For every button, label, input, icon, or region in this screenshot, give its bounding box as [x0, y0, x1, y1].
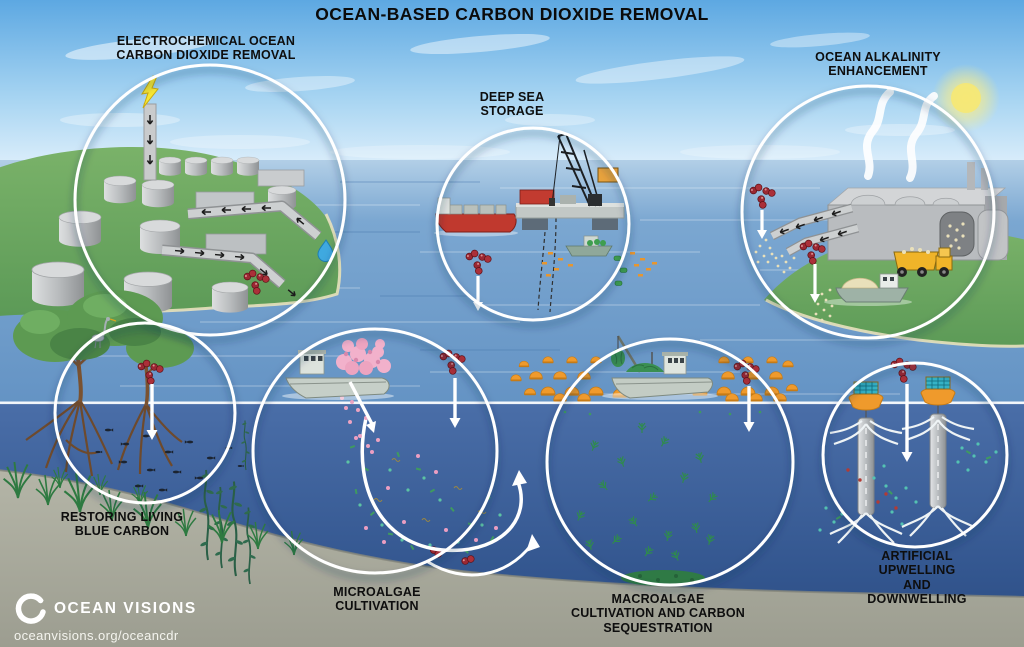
magnifier-ring-upwelling — [821, 361, 1009, 549]
label-electrochemical: ELECTROCHEMICAL OCEAN CARBON DIOXIDE REM… — [116, 34, 296, 63]
down-arrow — [743, 386, 755, 432]
microalgae-boat — [282, 338, 394, 400]
down-arrow — [449, 378, 461, 428]
electrolysis-tower — [141, 75, 159, 181]
nutrient-particles — [818, 442, 998, 532]
page-title: OCEAN-BASED CARBON DIOXIDE REMOVAL — [315, 4, 709, 24]
mangrove-roots — [25, 399, 183, 477]
ocean-visions-logo-icon — [12, 591, 48, 632]
upwelling-buoy-icon — [920, 376, 956, 406]
down-arrow — [146, 384, 158, 440]
down-arrow — [810, 264, 820, 303]
label-macroalgae: MACROALGAE CULTIVATION AND CARBON SEQUES… — [570, 592, 746, 635]
microalgae-cargo — [336, 338, 391, 375]
label-microalgae: MICROALGAE CULTIVATION — [333, 585, 421, 614]
label-upwelling: ARTIFICIAL UPWELLING AND DOWNWELLING — [867, 549, 967, 606]
magnifier-rings — [53, 63, 1009, 587]
microalgae-boat-scene — [282, 338, 540, 577]
label-ocean-alkalinity: OCEAN ALKALINITY ENHANCEMENT — [815, 50, 941, 79]
macroalgae-farm-scene — [510, 335, 799, 586]
down-arrow — [901, 384, 913, 462]
mangrove-scene — [2, 290, 304, 556]
label-blue-carbon: RESTORING LIVING BLUE CARBON — [60, 510, 184, 539]
outfall-pipe — [161, 244, 298, 299]
smoke — [863, 88, 938, 182]
magnifier-ring-electrochemical — [73, 63, 347, 337]
alkalinity-factory-scene — [749, 88, 1009, 322]
waterline — [0, 401, 1024, 405]
water-droplet-icon — [317, 239, 334, 262]
lightning-icon — [141, 75, 159, 109]
brand-name: OCEAN VISIONS — [54, 600, 197, 617]
down-arrow — [757, 210, 767, 239]
support-boat — [542, 235, 657, 286]
magnifier-ring-macroalgae — [545, 337, 795, 587]
sinking-nutrients — [340, 396, 380, 448]
down-arrow — [348, 381, 376, 433]
electrochemical-plant-scene — [31, 75, 334, 314]
magnifier-ring-microalgae — [251, 327, 499, 575]
circulation-arrows — [360, 417, 534, 577]
magnifier-ring-ocean-alkalinity — [740, 84, 996, 340]
website-url[interactable]: oceanvisions.org/oceancdr — [14, 628, 179, 643]
magnifier-ring-deep-sea-storage — [435, 126, 631, 322]
magnifier-ring-blue-carbon — [53, 321, 237, 505]
spreading-ship — [812, 273, 912, 322]
label-deep-sea-storage: DEEP SEA STORAGE — [479, 90, 545, 119]
intake-pipe — [187, 200, 322, 241]
dump-truck — [893, 247, 953, 277]
mineral-spray — [754, 238, 796, 274]
sky — [0, 0, 1024, 166]
